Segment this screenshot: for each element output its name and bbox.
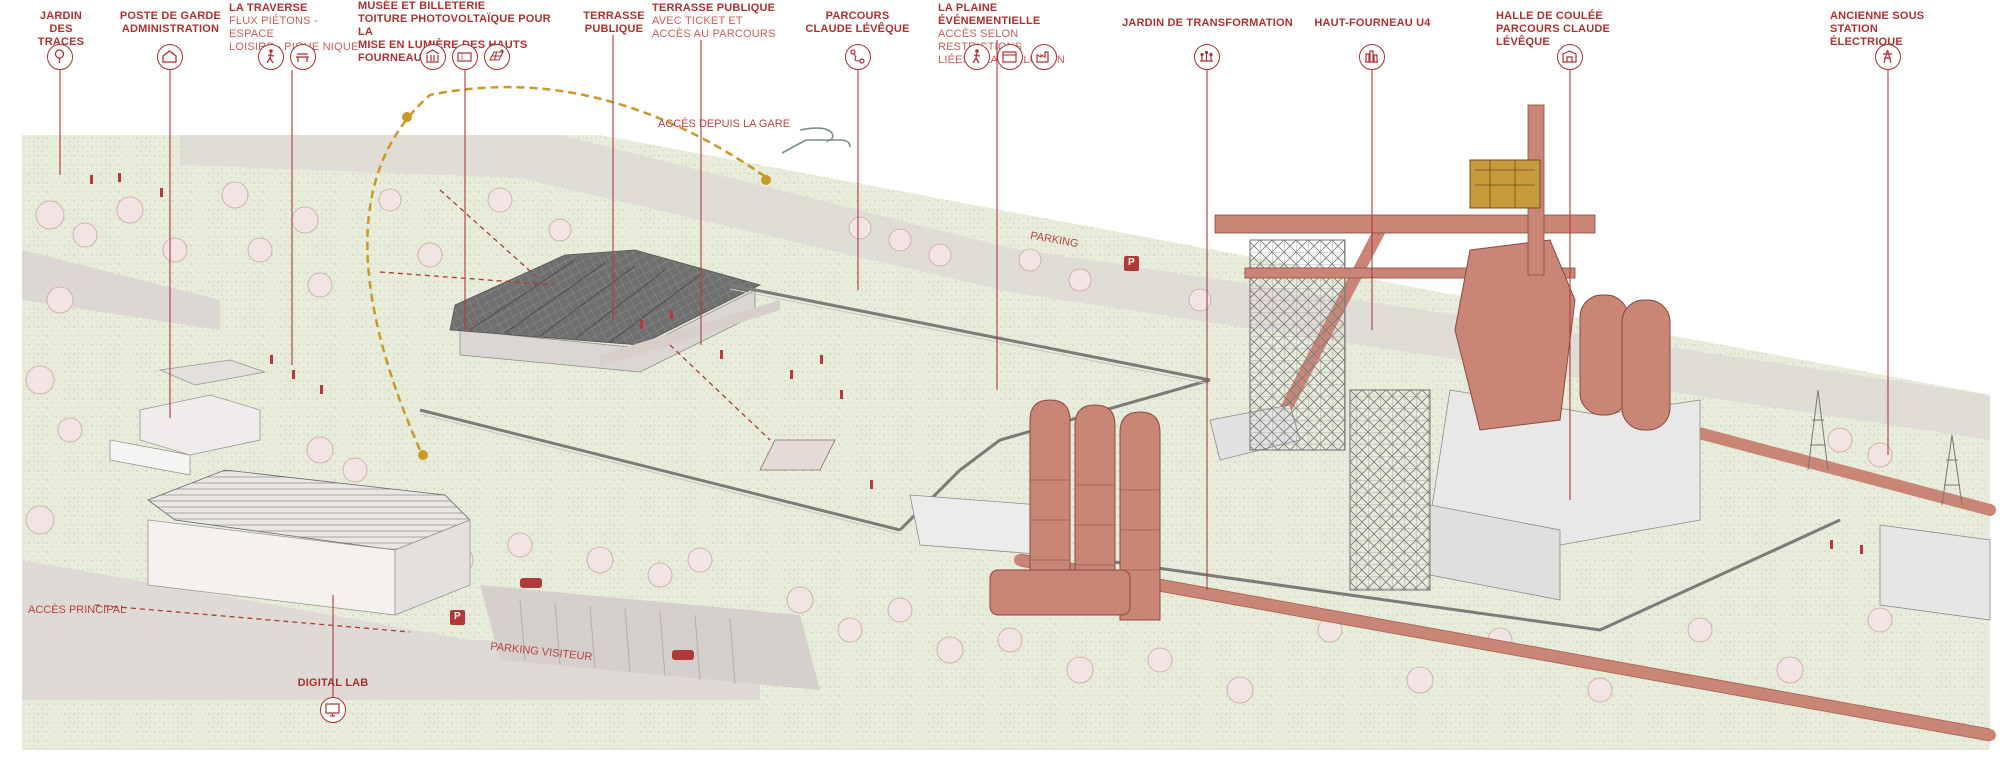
label-traverse-desc1: FLUX PIÉTONS - ESPACE [229, 15, 318, 40]
hall-icon [1557, 44, 1583, 70]
solar-panel-icon [484, 44, 510, 70]
label-musee: MUSÉE ET BILLETERIE TOITURE PHOTOVOLTAÏQ… [358, 0, 568, 65]
label-jardin-transformation-line1: JARDIN DE TRANSFORMATION [1122, 17, 1293, 29]
text-acces-principal: ACCÈS PRINCIPAL [28, 604, 127, 616]
parking-visitor-lot [480, 585, 820, 690]
parking-sign-label: P [1128, 257, 1135, 268]
label-parcours: PARCOURS CLAUDE LÉVÊQUE [800, 10, 915, 36]
label-halle-line2: PARCOURS CLAUDE LÉVÊQUE [1496, 23, 1611, 48]
ticket-icon [452, 44, 478, 70]
label-halle-line1: HALLE DE COULÉE [1496, 10, 1603, 22]
label-musee-desc1: TOITURE PHOTOVOLTAÏQUE POUR LA [358, 13, 551, 38]
bench-icon [290, 44, 316, 70]
label-haut-fourneau: HAUT-FOURNEAU U4 [1310, 17, 1435, 30]
terrace-pavilion [759, 439, 836, 471]
canopy [600, 300, 780, 367]
label-jardin-traces-line1: JARDIN DES [39, 10, 83, 35]
label-terrasse-ticket-desc2: ACCÈS AU PARCOURS [652, 28, 776, 40]
wind-icon [781, 127, 851, 154]
museum-icon [420, 44, 446, 70]
parking-sign-label-visitor: P [454, 611, 461, 622]
trees [25, 181, 1893, 704]
people [90, 173, 1863, 554]
building-icon [157, 44, 183, 70]
blast-furnace-icon [1359, 44, 1385, 70]
blast-furnace-body [1454, 239, 1576, 431]
label-jardin-transformation: JARDIN DE TRANSFORMATION [1120, 17, 1295, 30]
substation-icon [1875, 44, 1901, 70]
label-terrasse-line1: TERRASSE [583, 10, 645, 22]
cowpers [989, 399, 1161, 621]
garden-icon [1194, 44, 1220, 70]
visitor-flows [94, 189, 771, 633]
sun-path [366, 85, 771, 451]
event-icon [997, 44, 1023, 70]
label-musee-desc2: MISE EN LUMIÈRE DES HAUTS FOURNEAUX [358, 39, 528, 64]
label-terrasse-ticket: TERRASSE PUBLIQUE AVEC TICKET ET ACCÈS A… [652, 2, 780, 41]
label-halle: HALLE DE COULÉE PARCOURS CLAUDE LÉVÊQUE [1496, 10, 1656, 49]
route-icon [845, 44, 871, 70]
parking-sign-icons [450, 256, 1139, 625]
label-poste-garde-line1: POSTE DE GARDE [119, 10, 222, 22]
label-parcours-line2: CLAUDE LÉVÊQUE [805, 23, 910, 35]
pylons [1807, 389, 1963, 506]
top-platform [1469, 159, 1541, 209]
label-musee-title: MUSÉE ET BILLETERIE [358, 0, 486, 12]
parking-stripes [519, 599, 736, 685]
label-jardin-traces-line2: TRACES [37, 36, 85, 48]
leader-lines [59, 35, 1889, 705]
label-traverse-title: LA TRAVERSE [229, 2, 308, 14]
label-terrasse: TERRASSE PUBLIQUE [578, 10, 650, 36]
label-digital-lab-line1: DIGITAL LAB [297, 677, 369, 689]
label-sous-station-line1: ANCIENNE SOUS [1830, 10, 1925, 22]
label-plaine-title: LA PLAINE ÉVÉNEMENTIELLE [938, 2, 1041, 27]
factory-icon [1031, 44, 1057, 70]
label-terrasse-ticket-title: TERRASSE PUBLIQUE [652, 2, 776, 14]
walker-icon [964, 44, 990, 70]
scaffold-tower-right [1349, 389, 1431, 591]
sun-symbols [402, 112, 771, 460]
tree-icon [47, 44, 73, 70]
silos [1579, 294, 1671, 431]
label-poste-garde: POSTE DE GARDE ADMINISTRATION [118, 10, 223, 36]
label-haut-fourneau-line1: HAUT-FOURNEAU U4 [1314, 17, 1431, 29]
label-terrasse-line2: PUBLIQUE [584, 23, 644, 35]
label-parcours-line1: PARCOURS [825, 10, 890, 22]
label-sous-station: ANCIENNE SOUS STATION ÉLECTRIQUE [1830, 10, 1950, 49]
label-poste-garde-line2: ADMINISTRATION [121, 23, 220, 35]
text-acces-gare: ACCÈS DEPUIS LA GARE [658, 118, 791, 130]
cars [520, 578, 694, 660]
label-jardin-traces: JARDIN DES TRACES [28, 10, 94, 49]
digital-icon [320, 697, 346, 723]
walker-icon [258, 44, 284, 70]
label-terrasse-ticket-desc1: AVEC TICKET ET [652, 15, 743, 27]
label-digital-lab: DIGITAL LAB [283, 677, 383, 690]
